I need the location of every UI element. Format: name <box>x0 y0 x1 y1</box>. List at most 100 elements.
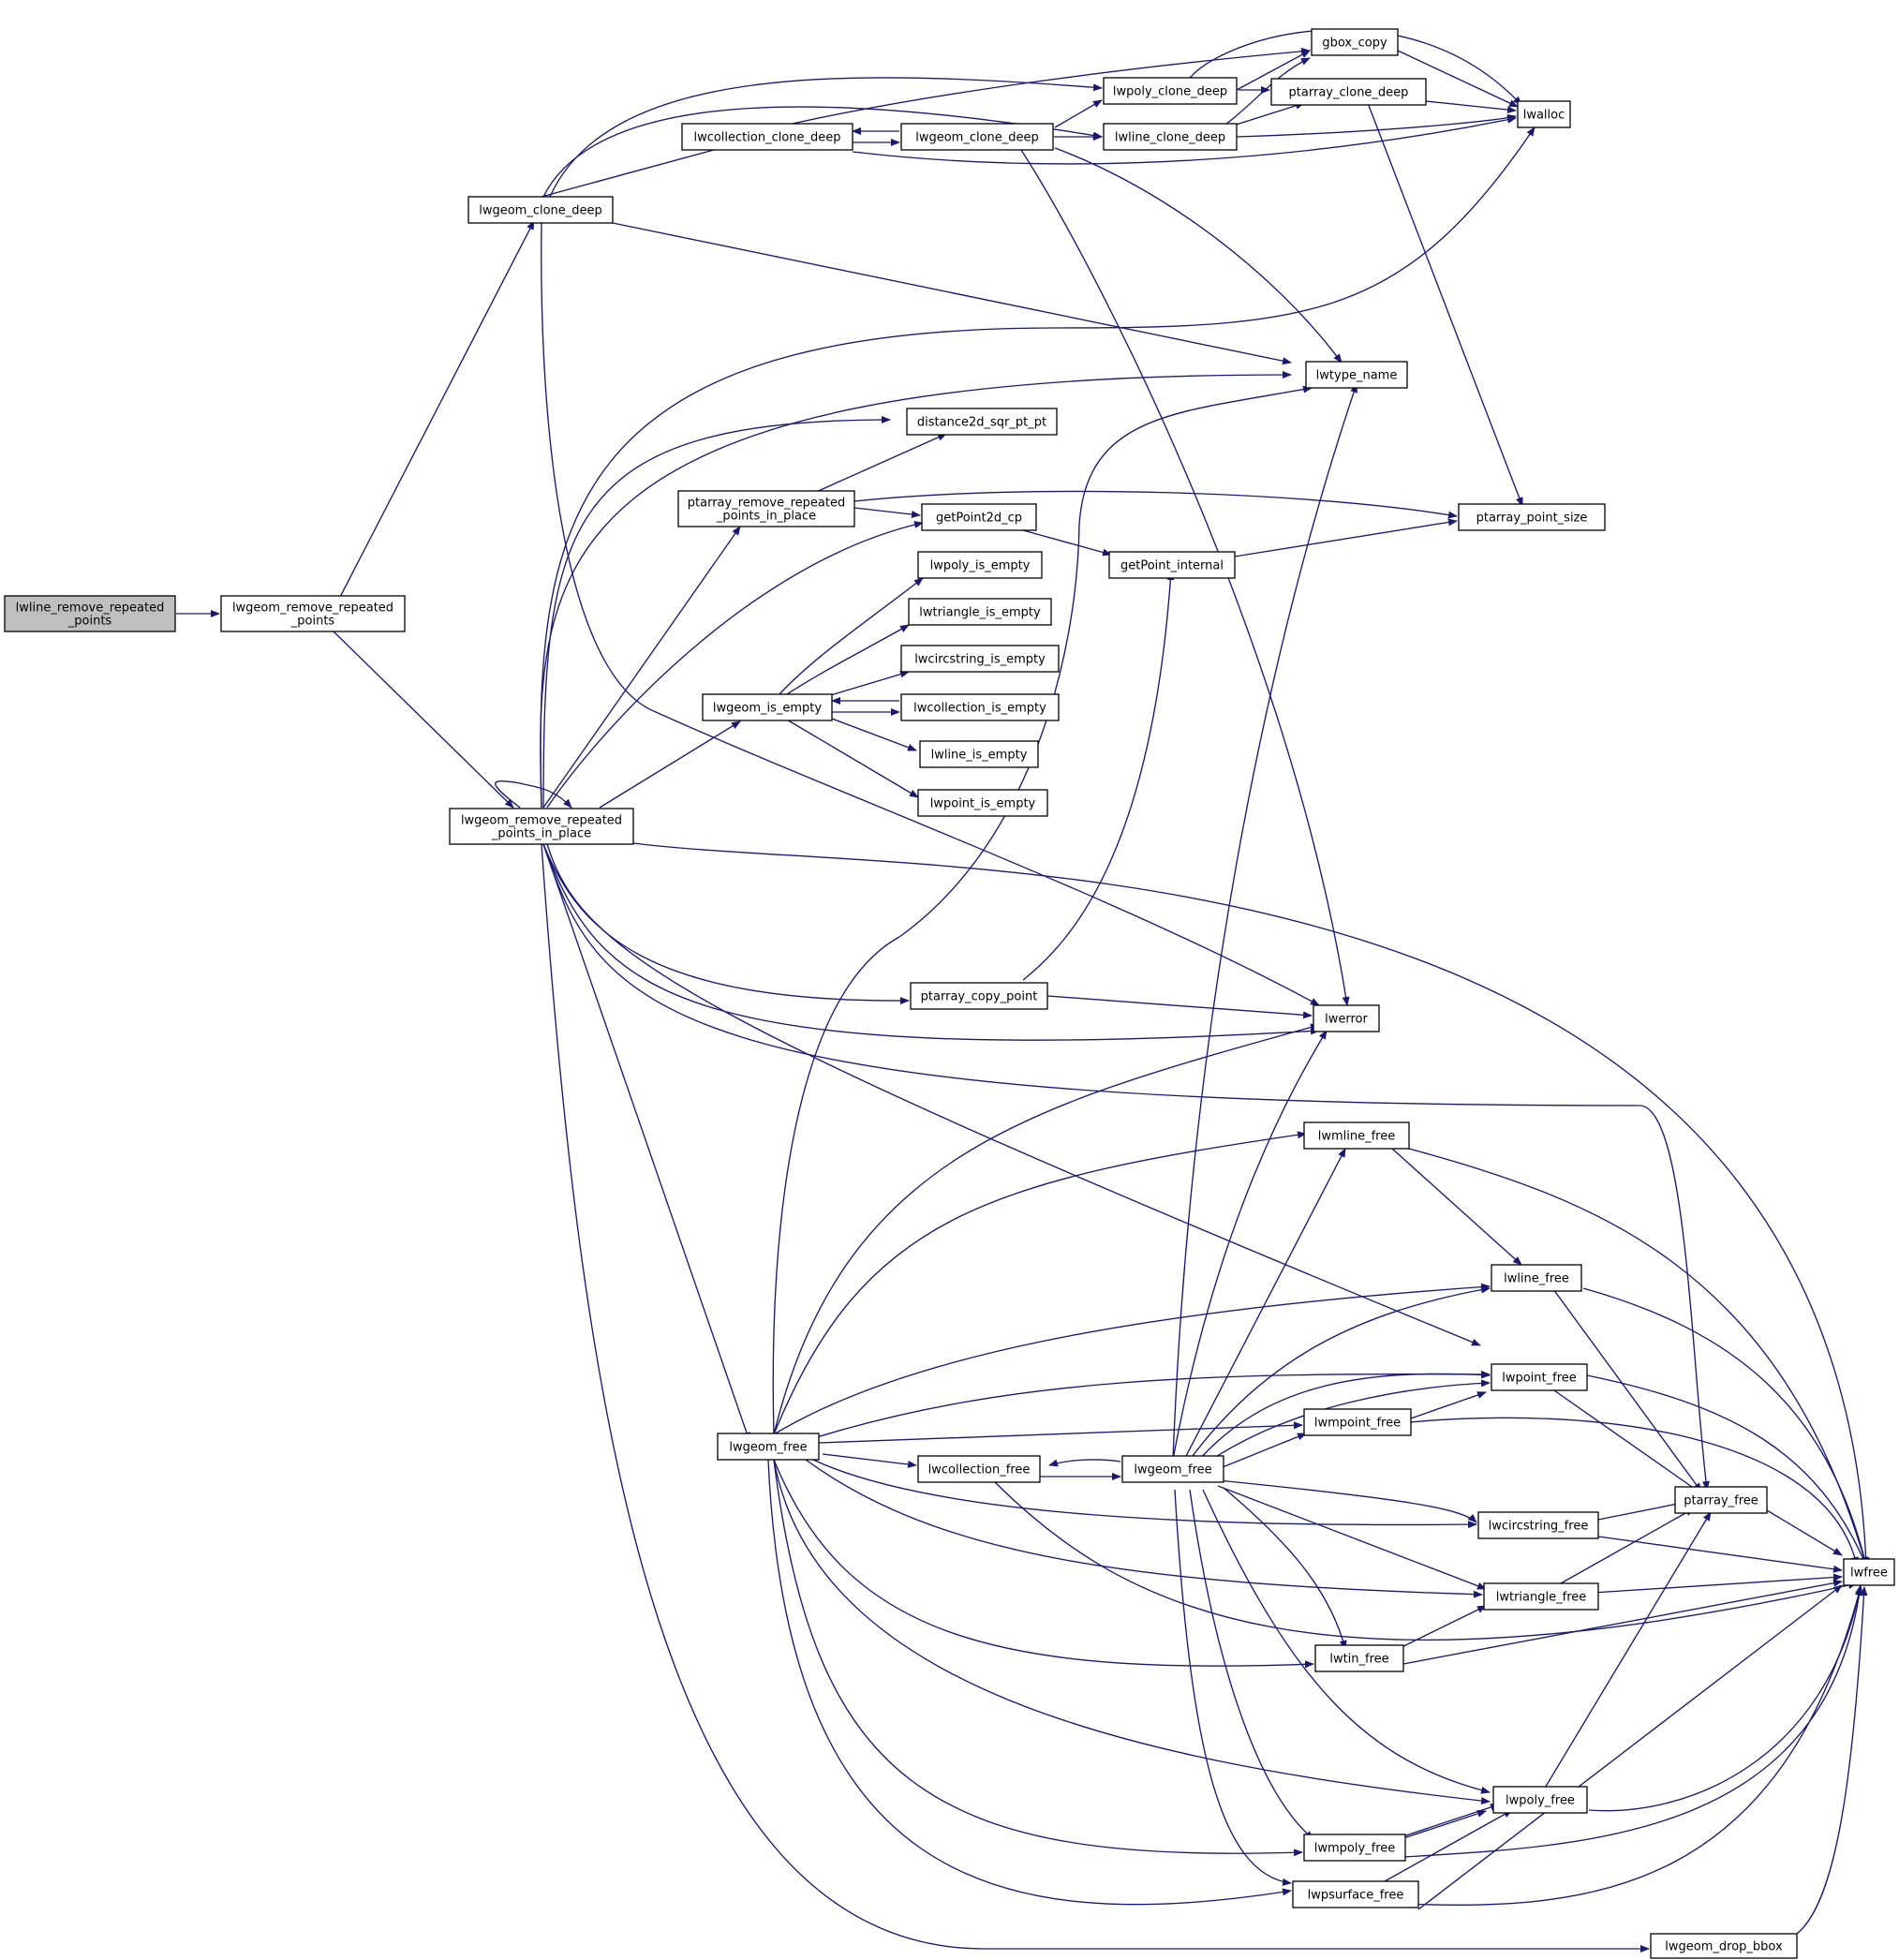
edge <box>542 843 750 1442</box>
node-box <box>900 645 1060 673</box>
function-node-mpoly-free[interactable]: lwmpoly_free <box>1303 1834 1406 1862</box>
function-node-geom-free-b[interactable]: lwgeom_free <box>1121 1455 1224 1483</box>
node-label: lwline_clone_deep <box>1115 131 1225 145</box>
function-node-psurf-free[interactable]: lwpsurface_free <box>1292 1880 1419 1908</box>
edge <box>818 1421 1303 1444</box>
function-node-drop-bbox[interactable]: lwgeom_drop_bbox <box>1650 1933 1798 1959</box>
function-node-coll-clone[interactable]: lwcollection_clone_deep <box>681 123 853 151</box>
node-label: lwmline_free <box>1318 1130 1396 1144</box>
edge <box>1597 1536 1843 1573</box>
edge <box>1223 1487 1347 1650</box>
edge <box>1402 1579 1843 1665</box>
edge <box>767 1459 1292 1906</box>
edge <box>1766 1509 1843 1556</box>
edge <box>1402 1584 1863 1858</box>
node-label: lwcircstring_is_empty <box>914 653 1046 667</box>
function-node-tin-free[interactable]: lwtin_free <box>1314 1644 1404 1672</box>
edge <box>542 843 910 1005</box>
function-node-point-free[interactable]: lwpoint_free <box>1491 1363 1588 1391</box>
edge <box>1183 1148 1346 1461</box>
function-node-getpoint-internal[interactable]: getPoint_internal <box>1108 551 1236 579</box>
node-box <box>906 408 1058 436</box>
function-node-point-empty[interactable]: lwpoint_is_empty <box>917 789 1048 817</box>
edge <box>1397 50 1519 108</box>
function-node-poly-clone[interactable]: lwpoly_clone_deep <box>1103 77 1238 105</box>
node-box <box>1458 503 1606 531</box>
function-node-lwtype-name[interactable]: lwtype_name <box>1305 361 1408 389</box>
node-label: lwalloc <box>1523 109 1565 123</box>
edge <box>1236 50 1311 91</box>
function-node-pa-clone[interactable]: ptarray_clone_deep <box>1270 78 1427 106</box>
edge <box>805 433 947 497</box>
node-label: distance2d_sqr_pt_pt <box>917 416 1046 430</box>
node-box <box>1491 1363 1588 1391</box>
function-node-rrpip[interactable]: lwgeom_remove_repeated_points_in_place <box>449 808 634 845</box>
function-node-circ-free[interactable]: lwcircstring_free <box>1477 1511 1599 1539</box>
edge <box>1391 1804 1500 1841</box>
function-node-lwfree[interactable]: lwfree <box>1843 1558 1895 1586</box>
function-node-tri-empty[interactable]: lwtriangle_is_empty <box>908 598 1052 626</box>
edge <box>1054 147 1343 364</box>
function-node-lwerror[interactable]: lwerror <box>1313 1004 1380 1032</box>
edge <box>852 115 1517 165</box>
function-node-gbox-copy[interactable]: gbox_copy <box>1311 28 1399 56</box>
function-node-geom-empty[interactable]: lwgeom_is_empty <box>702 693 833 721</box>
node-box <box>1121 1455 1224 1483</box>
edge <box>1020 149 1350 1006</box>
function-node-geom-clone[interactable]: lwgeom_clone_deep <box>900 123 1054 151</box>
edge <box>1586 1374 1867 1567</box>
node-label: lwgeom_clone_deep <box>479 204 602 218</box>
edge <box>1417 1584 1843 1910</box>
node-label: lwtriangle_is_empty <box>919 606 1041 620</box>
function-node-root[interactable]: lwline_remove_repeated_points <box>4 595 176 632</box>
edge <box>495 780 572 809</box>
node-label: ptarray_clone_deep <box>1289 86 1409 100</box>
function-node-line-empty[interactable]: lwline_is_empty <box>919 740 1039 768</box>
function-node-coll-empty[interactable]: lwcollection_is_empty <box>900 693 1060 721</box>
function-node-clone-deep[interactable]: lwgeom_clone_deep <box>467 196 614 224</box>
edge <box>542 843 1320 1041</box>
function-node-pa-copy-point[interactable]: ptarray_copy_point <box>910 982 1048 1010</box>
function-node-tri-free[interactable]: lwtriangle_free <box>1483 1582 1599 1611</box>
function-node-poly-free[interactable]: lwpoly_free <box>1492 1786 1588 1814</box>
function-node-mline-free[interactable]: lwmline_free <box>1303 1121 1410 1150</box>
function-node-pa-rrpip[interactable]: ptarray_remove_repeated_points_in_place <box>677 490 855 527</box>
function-node-line-free[interactable]: lwline_free <box>1491 1264 1582 1292</box>
edge <box>333 631 514 809</box>
edge <box>1048 1459 1121 1467</box>
function-node-coll-free[interactable]: lwcollection_free <box>917 1455 1041 1483</box>
node-box <box>900 123 1054 151</box>
node-box <box>1314 1644 1404 1672</box>
function-node-getpoint2d[interactable]: getPoint2d_cp <box>921 503 1037 531</box>
function-node-poly-empty[interactable]: lwpoly_is_empty <box>917 551 1043 579</box>
edge <box>823 715 917 751</box>
node-label: ptarray_point_size <box>1476 512 1588 526</box>
node-box <box>1270 78 1427 106</box>
node-label: lwgeom_remove_repeated <box>232 601 393 616</box>
node-label: ptarray_free <box>1684 1494 1758 1508</box>
node-label: lwcollection_free <box>928 1463 1031 1477</box>
function-node-circ-empty[interactable]: lwcircstring_is_empty <box>900 645 1060 673</box>
function-node-lwalloc[interactable]: lwalloc <box>1517 100 1571 128</box>
function-node-dist2d[interactable]: distance2d_sqr_pt_pt <box>906 408 1058 436</box>
edge <box>546 843 1481 1346</box>
node-label: _points_in_place <box>716 510 816 524</box>
edge <box>1189 1285 1491 1461</box>
node-box <box>1103 123 1238 151</box>
function-node-pa-point-size[interactable]: ptarray_point_size <box>1458 503 1606 531</box>
node-box <box>1108 551 1236 579</box>
node-label: lwmpoint_free <box>1314 1417 1401 1431</box>
function-node-rrp[interactable]: lwgeom_remove_repeated_points <box>220 595 406 632</box>
function-node-geom-free-a[interactable]: lwgeom_free <box>717 1433 820 1461</box>
edge <box>612 222 1292 365</box>
function-node-line-clone[interactable]: lwline_clone_deep <box>1103 123 1238 151</box>
node-box <box>910 982 1048 1010</box>
function-node-pa-free[interactable]: ptarray_free <box>1674 1486 1768 1514</box>
edge <box>541 222 1320 1006</box>
function-node-mpoint-free[interactable]: lwmpoint_free <box>1303 1408 1412 1436</box>
node-box <box>1305 361 1408 389</box>
node-label: lwgeom_drop_bbox <box>1665 1940 1783 1954</box>
edge <box>1174 1489 1292 1886</box>
node-label: lwgeom_free <box>729 1441 807 1455</box>
